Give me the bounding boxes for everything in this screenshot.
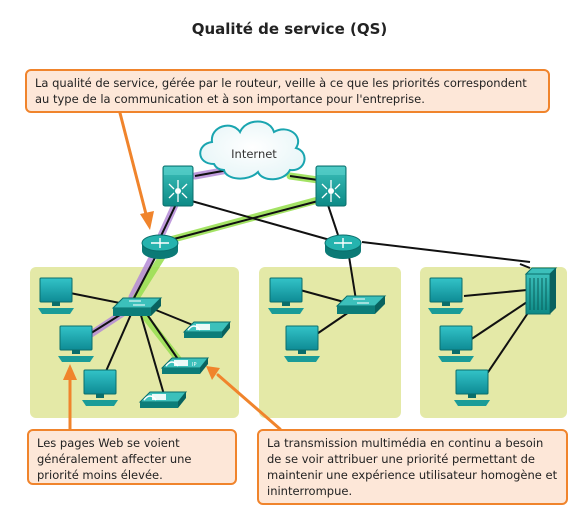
cloud-icon bbox=[199, 120, 306, 181]
callout-web-priority: Les pages Web se voient généralement aff… bbox=[27, 429, 237, 485]
cloud-label: Internet bbox=[231, 147, 277, 161]
ip-phone-icon: IP bbox=[160, 357, 210, 374]
diagram-title: Qualité de service (QS) bbox=[191, 20, 388, 38]
pc-icon bbox=[438, 325, 474, 362]
pc-icon bbox=[82, 369, 118, 406]
switch-icon bbox=[335, 295, 387, 314]
server-icon bbox=[524, 267, 558, 315]
pc-icon bbox=[268, 277, 304, 314]
ip-phone-icon bbox=[138, 391, 188, 408]
firewall-icon bbox=[315, 165, 347, 207]
ip-phone-icon bbox=[182, 321, 232, 338]
pc-icon bbox=[454, 369, 490, 406]
router-icon bbox=[141, 234, 179, 259]
pc-icon bbox=[284, 325, 320, 362]
callout-streaming-priority: La transmission multimédia en continu a … bbox=[257, 429, 568, 505]
callout-router-qos: La qualité de service, gérée par le rout… bbox=[25, 69, 550, 113]
pc-icon bbox=[428, 277, 464, 314]
svg-text:IP: IP bbox=[192, 362, 197, 368]
network-zone-left bbox=[30, 267, 239, 418]
pc-icon bbox=[38, 277, 74, 314]
callout-arrows bbox=[63, 111, 282, 431]
firewall-icon bbox=[162, 165, 194, 207]
pc-icon bbox=[58, 325, 94, 362]
switch-icon bbox=[111, 297, 163, 316]
router-icon bbox=[324, 234, 362, 259]
